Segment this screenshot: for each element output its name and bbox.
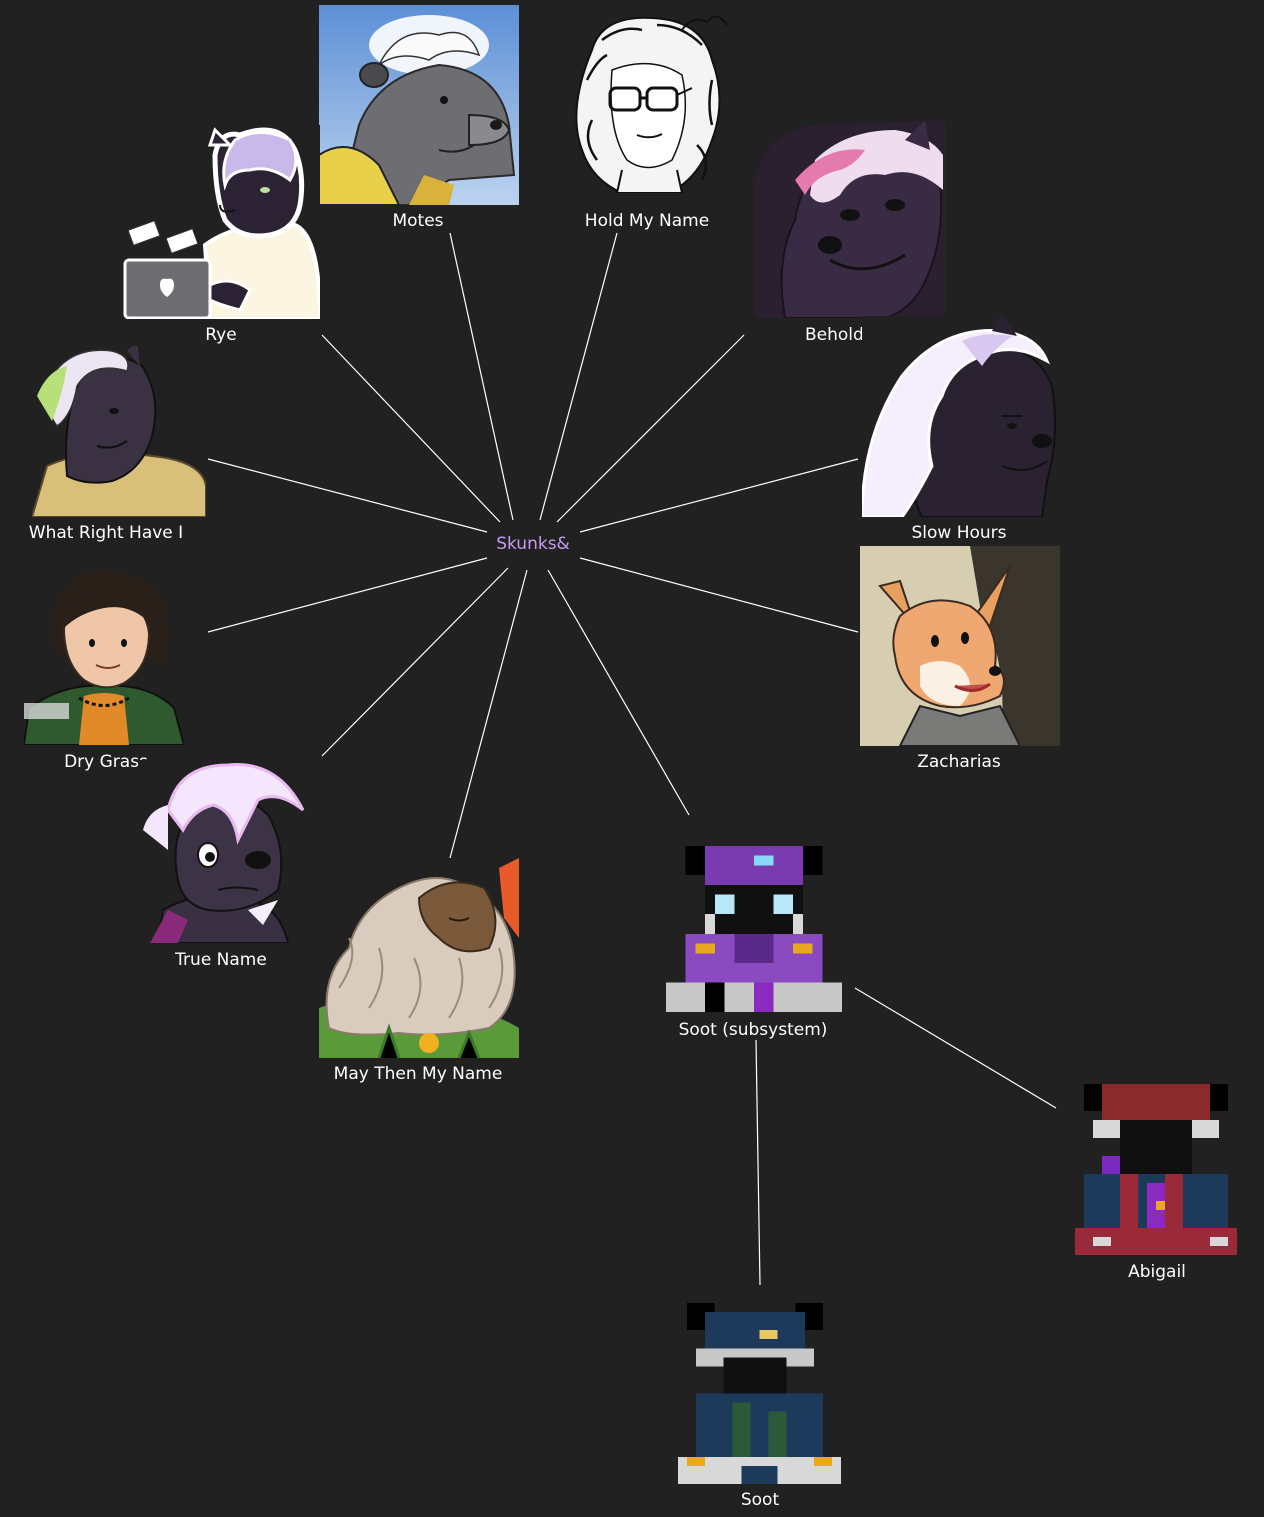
node-label: Hold My Name	[584, 211, 710, 231]
edge-center-soot-subsystem	[547, 569, 690, 816]
fox-portrait-icon	[860, 546, 1060, 746]
node-label: Soot (subsystem)	[678, 1020, 828, 1040]
edge-center-hold-my-name	[539, 232, 618, 521]
edge-center-zacharias	[579, 557, 859, 633]
pixel-bear-purple-icon	[665, 836, 843, 1012]
edge-center-slow-hours	[579, 458, 859, 533]
node-label: Dry Grass	[64, 752, 148, 772]
pixel-bear-blue-icon	[677, 1303, 842, 1484]
pixel-bear-red-icon	[1075, 1075, 1237, 1255]
person-portrait-icon	[24, 568, 184, 745]
skunk-laptop-portrait-icon	[120, 125, 320, 319]
edge-center-beholden	[556, 334, 745, 523]
node-label: Soot	[740, 1490, 780, 1510]
skunk-portrait-icon	[138, 760, 308, 943]
sketch-person-portrait-icon	[562, 10, 732, 193]
skunk-portrait-icon	[32, 346, 206, 517]
node-label: Motes	[392, 211, 444, 231]
skunk-portrait-icon	[755, 120, 945, 318]
center-label[interactable]: Skunks&	[496, 534, 570, 554]
node-label: True Name	[175, 950, 267, 970]
edge-center-motes	[449, 232, 514, 521]
edge-center-dry-grass	[207, 557, 488, 633]
edge-center-true-name	[321, 567, 509, 757]
node-label: May Then My Name	[333, 1064, 503, 1084]
skunk-portrait-icon	[862, 316, 1060, 517]
edge-soot-subsystem-abigail	[854, 987, 1057, 1109]
edge-center-what-right-have-i	[207, 458, 488, 533]
node-label: Slow Hours	[911, 523, 1007, 543]
node-label: Rye	[205, 325, 237, 345]
node-label: Abigail	[1128, 1262, 1186, 1282]
node-label: Zacharias	[917, 752, 1001, 772]
edge-soot-subsystem-soot	[755, 1039, 761, 1286]
edge-center-rye	[321, 334, 501, 523]
bear-portrait-icon	[319, 5, 519, 205]
node-label: What Right Have I	[28, 523, 184, 543]
edge-center-may-then-my-name	[449, 569, 528, 859]
sleeping-creature-portrait-icon	[319, 858, 519, 1058]
